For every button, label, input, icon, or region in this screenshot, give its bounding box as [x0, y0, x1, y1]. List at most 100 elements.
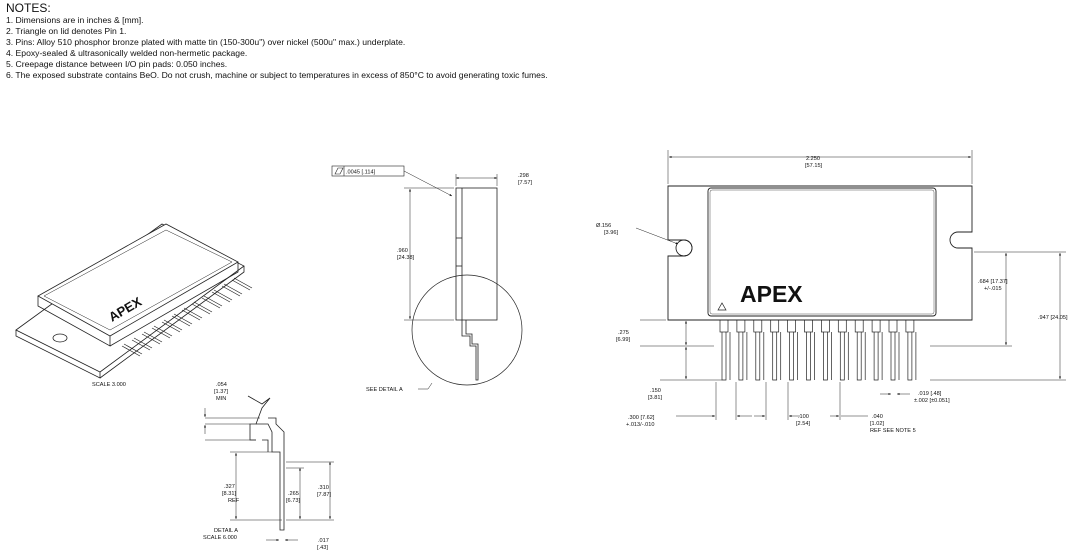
pin-lead [806, 332, 811, 381]
pin-pad [804, 319, 813, 333]
top-pin-w-in: .019 [.48] [918, 391, 942, 397]
top-pin-w-tol: ±.002 [±0.051] [914, 398, 950, 404]
iso-pin [221, 283, 243, 297]
detail-circle [411, 274, 523, 386]
pin-lead [772, 332, 778, 381]
detail-ref-in: .327 [224, 484, 235, 490]
pin-pad [719, 319, 729, 333]
detail-a-title: DETAIL A [214, 528, 238, 534]
note-5: 5. Creepage distance between I/O pin pad… [6, 59, 228, 69]
top-body-tol: +/-.015 [984, 286, 1002, 292]
side-thickness-in: .298 [518, 173, 529, 179]
side-thickness-mm: [7.57] [518, 180, 532, 186]
pin1-triangle [717, 302, 727, 311]
top-pitch-mm: [2.54] [796, 421, 810, 427]
side-view [331, 165, 523, 390]
see-detail-callout: SEE DETAIL A [366, 387, 403, 393]
note-4: 4. Epoxy-sealed & ultrasonically welded … [6, 48, 248, 58]
top-pin-start-mm: [6.99] [616, 337, 630, 343]
top-stagger-tol: +.013/-.010 [626, 422, 654, 428]
side-body [455, 187, 498, 321]
note-6: 6. The exposed substrate contains BeO. D… [6, 70, 548, 80]
pin-lead [890, 332, 896, 381]
iso-pin [231, 277, 253, 291]
pin-lead [721, 332, 727, 381]
top-pin-len-in: .150 [650, 388, 661, 394]
top-pad-in: .040 [872, 414, 883, 420]
note-3: 3. Pins: Alloy 510 phosphor bronze plate… [6, 37, 406, 47]
detail-a-scale: SCALE 6.000 [203, 535, 237, 541]
pin-pad [753, 319, 763, 333]
top-logo: APEX [740, 281, 803, 307]
top-flange-outline [667, 185, 973, 321]
detail-bend-mm: [6.73] [286, 498, 300, 504]
detail-pin [256, 417, 285, 531]
iso-mount-hole-left [52, 333, 68, 343]
iso-pins [121, 277, 253, 357]
pin-pad [787, 319, 796, 333]
top-pad-mm: [1.02] [870, 421, 884, 427]
note-1: 1. Dimensions are in inches & [mm]. [6, 15, 144, 25]
top-hole-in: Ø.156 [596, 223, 611, 229]
pin-lead [856, 332, 862, 381]
detail-ref-note: REF [228, 498, 240, 504]
pin-lead [789, 332, 794, 381]
pin-lead [839, 332, 845, 381]
top-pins [719, 319, 917, 381]
iso-pin [191, 301, 213, 315]
top-pitch-in: .100 [798, 414, 809, 420]
iso-pin [151, 325, 173, 339]
top-hole-mm: [3.96] [604, 230, 618, 236]
pin-pad [770, 319, 780, 333]
note-2: 2. Triangle on lid denotes Pin 1. [6, 26, 127, 36]
top-body-in: .684 [17.37] [978, 279, 1008, 285]
pin-pad [821, 319, 830, 333]
pin-pad [871, 319, 881, 333]
iso-pin [161, 319, 183, 333]
iso-pin [211, 289, 233, 303]
detail-tip-in: .017 [318, 538, 329, 544]
top-mount-hole [675, 239, 693, 257]
top-total-in: .947 [24.05] [1038, 315, 1068, 321]
detail-standoff-mm: [1.37] [214, 389, 228, 395]
iso-pin [201, 295, 223, 309]
top-lid [707, 187, 937, 317]
side-height-mm: [24.38] [397, 255, 415, 261]
pin-pad [736, 319, 746, 333]
pin-lead [823, 332, 828, 381]
flatness-value: .0045 [.114] [346, 170, 376, 176]
notes-heading: NOTES: [6, 1, 51, 15]
detail-ref-mm: [8.31] [222, 491, 236, 497]
pin-lead [907, 332, 913, 381]
iso-pin [171, 313, 193, 327]
detail-pin-len-mm: [7.87] [317, 492, 331, 498]
detail-pin-len-in: .310 [318, 485, 329, 491]
isometric-package-view: APEX [15, 223, 253, 379]
detail-standoff-note: MIN [216, 396, 226, 402]
detail-standoff-in: .054 [216, 382, 227, 388]
detail-tip-mm: [.43] [317, 545, 328, 551]
pin-lead [755, 332, 761, 381]
top-width-mm: [57.15] [805, 163, 823, 169]
pin-pad [888, 319, 898, 333]
side-pin [461, 320, 479, 381]
top-pin-start-in: .275 [618, 330, 629, 336]
iso-scale-label: SCALE 3.000 [92, 382, 126, 388]
top-pin-len-mm: [3.81] [648, 395, 662, 401]
top-width-in: 2.250 [806, 156, 820, 162]
iso-pin [131, 337, 153, 351]
detail-a-view [204, 395, 334, 541]
pin-pad [837, 319, 847, 333]
pin-pad [905, 319, 915, 333]
detail-bend-in: .265 [288, 491, 299, 497]
top-view [635, 150, 1066, 420]
top-pad-note: REF SEE NOTE 5 [870, 428, 916, 434]
detail-body-edge [247, 395, 271, 441]
pin-pad [854, 319, 864, 333]
iso-pin [141, 331, 163, 345]
notes-block: NOTES: 1. Dimensions are in inches & [mm… [6, 2, 548, 81]
pin-lead [738, 332, 744, 381]
iso-pin [181, 307, 203, 321]
top-stagger-in: .300 [7.62] [628, 415, 655, 421]
